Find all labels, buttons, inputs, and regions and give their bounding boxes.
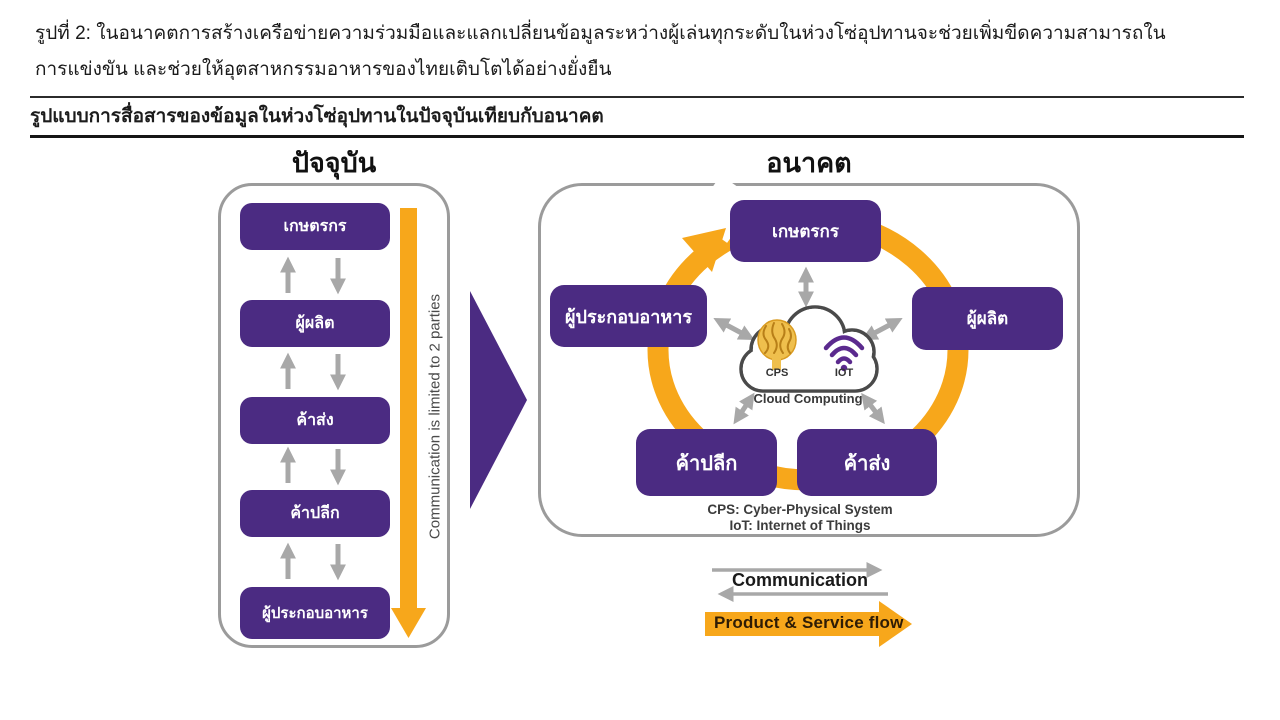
cloud-computing-caption: Cloud Computing	[753, 391, 863, 406]
top-rule	[30, 96, 1244, 98]
future-panel-title: อนาคต	[766, 148, 852, 178]
cloud-icon	[739, 305, 879, 393]
cps-label: CPS	[765, 367, 789, 379]
figure-caption-line1: รูปที่ 2: ในอนาคตการสร้างเครือข่ายความร่…	[35, 23, 1166, 44]
transition-arrow-icon	[470, 291, 527, 509]
present-flow-arrow-icon	[391, 208, 426, 638]
section-title: รูปแบบการสื่อสารของข้อมูลในห่วงโซ่อุปทาน…	[30, 101, 1244, 138]
legend-communication-label: Communication	[731, 570, 868, 590]
brain-icon	[757, 319, 797, 370]
iot-label: IOT	[834, 367, 854, 379]
future-node-producer: ผู้ผลิต	[912, 287, 1063, 350]
future-node-food-operator: ผู้ประกอบอาหาร	[550, 285, 707, 347]
chain-updown-arrows-icon	[279, 256, 347, 581]
present-panel-title: ปัจจุบัน	[291, 148, 377, 178]
present-node-retail: ค้าปลีก	[240, 490, 390, 537]
legend-communication-arrows-icon	[712, 561, 888, 603]
legend-product-service-label: Product & Service flow	[714, 613, 904, 632]
present-node-wholesale: ค้าส่ง	[240, 397, 390, 444]
legend-flow-arrow-icon	[705, 601, 912, 647]
present-node-food-operator: ผู้ประกอบอาหาร	[240, 587, 390, 639]
hub-spoke-arrows-icon	[713, 266, 903, 425]
present-node-producer: ผู้ผลิต	[240, 300, 390, 347]
future-node-retail: ค้าปลีก	[636, 429, 777, 496]
future-node-wholesale: ค้าส่ง	[797, 429, 937, 496]
present-flow-note: Communication is limited to 2 parties	[426, 293, 444, 540]
present-node-farmer: เกษตรกร	[240, 203, 390, 250]
footnote-iot: IoT: Internet of Things	[729, 518, 871, 533]
future-node-farmer: เกษตรกร	[730, 200, 881, 262]
footnote-cps: CPS: Cyber-Physical System	[707, 502, 893, 517]
wifi-icon	[823, 335, 865, 372]
figure-caption: รูปที่ 2: ในอนาคตการสร้างเครือข่ายความร่…	[35, 16, 1240, 88]
figure-caption-line2: การแข่งขัน และช่วยให้อุตสาหกรรมอาหารของไ…	[35, 59, 612, 80]
